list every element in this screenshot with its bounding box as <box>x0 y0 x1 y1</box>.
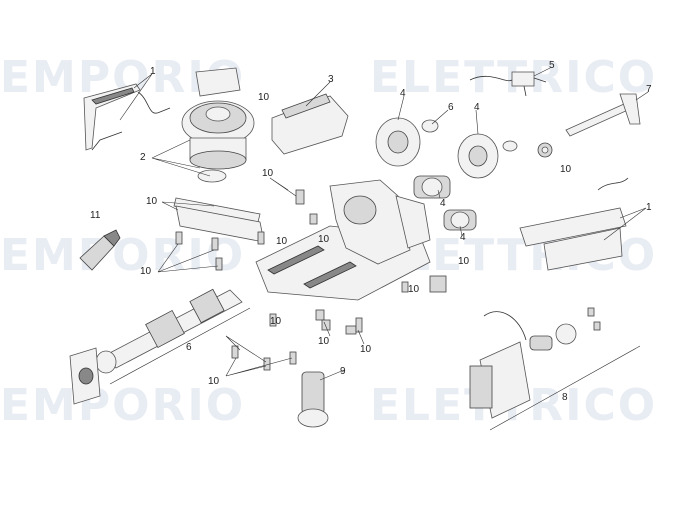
callout-5: 5 <box>549 60 555 71</box>
callout-labels: 1 2 3 4 4 4 4 6 6 5 7 1 10 10 10 10 10 1… <box>90 60 652 403</box>
callout-10: 10 <box>408 284 420 295</box>
callout-10: 10 <box>360 344 372 355</box>
leader-lines <box>109 67 649 431</box>
callout-1: 1 <box>150 66 156 77</box>
part-4-gear-large <box>375 117 439 167</box>
main-housing <box>255 179 431 301</box>
callout-10: 10 <box>270 316 282 327</box>
callout-10: 10 <box>258 92 270 103</box>
callout-10: 10 <box>560 164 572 175</box>
callout-10: 10 <box>146 196 158 207</box>
part-4-gear-medium <box>457 133 518 179</box>
callout-6: 6 <box>186 342 192 353</box>
callout-10: 10 <box>208 376 220 387</box>
callout-10: 10 <box>458 256 470 267</box>
callout-8: 8 <box>562 392 568 403</box>
part-4-pinion-a <box>413 175 451 199</box>
callout-6: 6 <box>448 102 454 113</box>
callout-7: 7 <box>646 84 652 95</box>
callout-10: 10 <box>262 168 274 179</box>
callout-1: 1 <box>646 202 652 213</box>
part-6-flange-plate <box>69 347 101 405</box>
part-5-limit-switch <box>469 71 547 97</box>
part-11-grease-tube <box>79 229 121 271</box>
watermark-brand-left: EMPORIO <box>0 380 245 431</box>
callout-4: 4 <box>440 198 446 209</box>
callout-11: 11 <box>90 210 101 221</box>
callout-3: 3 <box>328 74 334 85</box>
callout-4: 4 <box>460 232 466 243</box>
part-4-pinion-b <box>443 209 477 231</box>
callout-10: 10 <box>276 236 288 247</box>
watermark-brand-left: EMPORIO <box>0 230 245 281</box>
part-1-strap-right <box>519 177 629 271</box>
part-2-drive-gear <box>181 67 255 183</box>
part-9-bushing <box>297 371 329 428</box>
callout-9: 9 <box>340 366 346 377</box>
callout-4: 4 <box>474 102 480 113</box>
screws-group <box>175 189 447 371</box>
callout-10: 10 <box>318 234 330 245</box>
callout-10: 10 <box>140 266 152 277</box>
part-8-motor <box>469 307 601 419</box>
callout-4: 4 <box>400 88 406 99</box>
callout-10: 10 <box>318 336 330 347</box>
part-1-bracket-left <box>83 83 171 151</box>
part-10-nut-right <box>537 142 553 158</box>
callout-2: 2 <box>140 152 146 163</box>
part-7-release-lever <box>565 93 641 137</box>
part-6-drive-shaft <box>95 288 243 374</box>
part-3-guide-rail <box>271 93 349 155</box>
